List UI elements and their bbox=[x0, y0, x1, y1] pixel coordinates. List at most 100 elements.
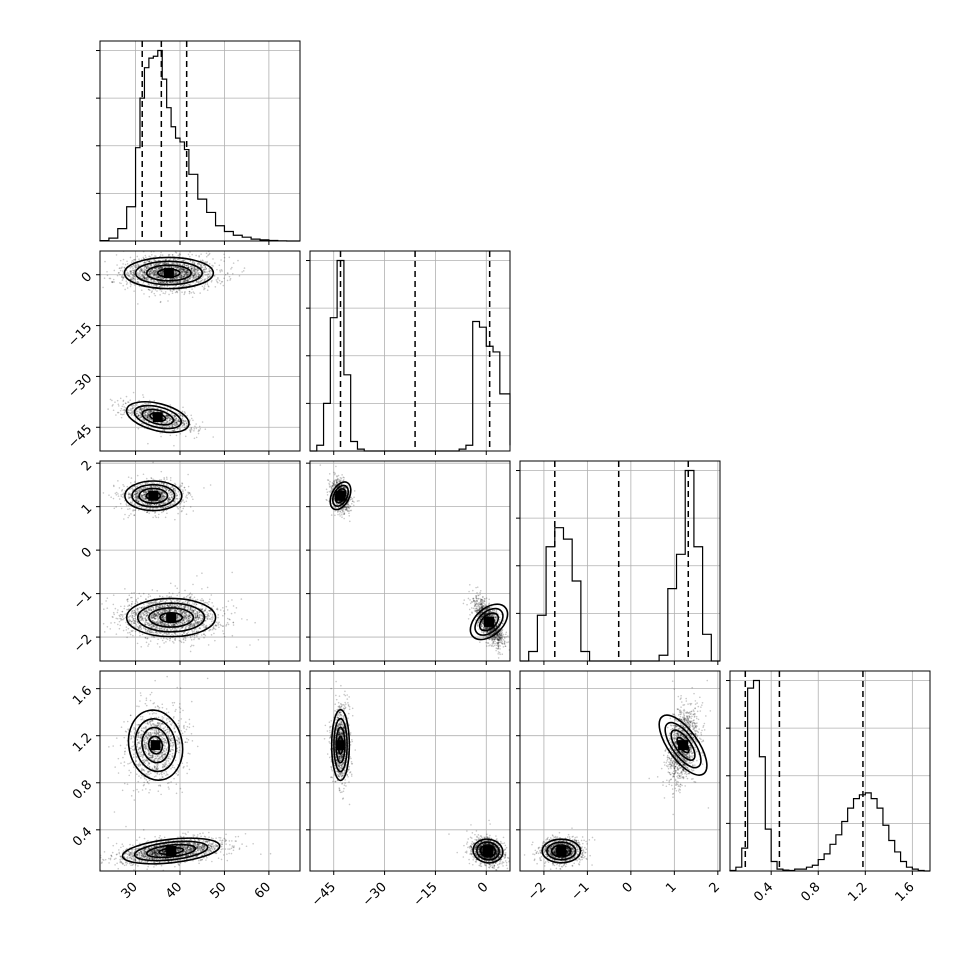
panel-2-0: −2 −1 0 1 2 bbox=[71, 458, 301, 665]
y-tick-label: −1 bbox=[71, 588, 95, 612]
panel-frame bbox=[99, 250, 301, 452]
contour-level-0 bbox=[121, 837, 221, 865]
x-tick-label: 1.6 bbox=[892, 880, 917, 905]
contour-level-1 bbox=[134, 718, 177, 773]
contour-level-1 bbox=[133, 404, 182, 430]
contour-level-2 bbox=[148, 607, 195, 628]
scatter-points-mode-1 bbox=[648, 679, 712, 816]
density-peak bbox=[556, 846, 567, 856]
contour-level-1 bbox=[664, 721, 702, 769]
x-tick-label: 0 bbox=[475, 880, 491, 896]
contour-level-1 bbox=[474, 607, 504, 636]
contour-level-0 bbox=[330, 709, 351, 782]
density-peak bbox=[166, 612, 177, 623]
contour-level-1 bbox=[136, 602, 206, 633]
x-tick-label: −45 bbox=[309, 880, 339, 910]
contour-level-0 bbox=[125, 597, 217, 638]
density-peak bbox=[166, 846, 177, 856]
x-tick-label: 60 bbox=[252, 880, 274, 902]
contour-level-2 bbox=[145, 264, 192, 282]
contour-level-0 bbox=[124, 480, 183, 512]
y-tick-label: 0 bbox=[79, 545, 95, 561]
density-peak bbox=[148, 490, 159, 501]
y-tick-label: −2 bbox=[71, 632, 95, 656]
contour-level-0 bbox=[541, 838, 582, 864]
contour-level-1 bbox=[133, 840, 209, 862]
contour-level-1 bbox=[546, 841, 577, 861]
panel-3-2: −2 −1 0 1 2 bbox=[516, 670, 723, 904]
x-tick-label: 1.2 bbox=[845, 880, 870, 905]
x-tick-label: 0.8 bbox=[798, 880, 823, 905]
contour-level-1 bbox=[333, 717, 348, 773]
density-peak bbox=[163, 268, 174, 279]
density-peak bbox=[335, 490, 346, 501]
panel-frame bbox=[99, 40, 301, 242]
panel-frame bbox=[99, 460, 301, 662]
panel-0-0 bbox=[96, 40, 301, 245]
panel-frame bbox=[519, 670, 721, 872]
y-tick-label: −15 bbox=[65, 320, 95, 350]
y-tick-label: −45 bbox=[65, 422, 95, 452]
y-tick-label: 1 bbox=[79, 501, 95, 517]
panel-3-0: 0.4 0.8 1.2 1.6 30 40 50 60 bbox=[70, 670, 301, 902]
density-peak bbox=[152, 412, 163, 423]
panel-2-1 bbox=[306, 460, 511, 665]
panel-frame bbox=[309, 250, 511, 452]
panel-1-1 bbox=[306, 250, 511, 455]
x-tick-label: 40 bbox=[163, 880, 185, 902]
density-peak bbox=[150, 740, 161, 751]
y-tick-label: 1.6 bbox=[70, 683, 95, 708]
x-tick-label: 50 bbox=[207, 880, 229, 902]
panel-1-0: −45 −30 −15 0 bbox=[65, 250, 301, 455]
scatter-points-mode-1 bbox=[107, 391, 215, 447]
panel-frame bbox=[309, 460, 511, 662]
y-tick-label: 2 bbox=[79, 458, 95, 474]
scatter-points-mode-0 bbox=[108, 675, 209, 828]
y-tick-label: 1.2 bbox=[70, 730, 95, 755]
x-tick-label: 1 bbox=[663, 880, 679, 896]
density-peak bbox=[483, 616, 494, 627]
y-tick-label: −30 bbox=[65, 371, 95, 401]
x-tick-label: 0.4 bbox=[751, 880, 776, 905]
x-tick-label: −15 bbox=[411, 880, 441, 910]
contour-level-0 bbox=[472, 838, 504, 864]
density-peak bbox=[678, 740, 689, 751]
contour-level-0 bbox=[329, 481, 352, 511]
contour-level-2 bbox=[478, 612, 500, 632]
y-tick-label: 0.4 bbox=[70, 825, 95, 850]
contour-level-3 bbox=[147, 735, 164, 755]
histogram-series-3 bbox=[729, 679, 930, 872]
contour-level-2 bbox=[479, 844, 497, 858]
density-peak bbox=[335, 740, 346, 751]
x-tick-label: 30 bbox=[119, 880, 141, 902]
histogram-series-0 bbox=[99, 49, 300, 242]
contour-level-1 bbox=[131, 483, 176, 508]
contour-level-2 bbox=[138, 487, 169, 504]
panel-3-3: 0.4 0.8 1.2 1.6 bbox=[726, 670, 931, 905]
x-tick-label: 0 bbox=[620, 880, 636, 896]
y-tick-label: 0.8 bbox=[70, 777, 95, 802]
contour-level-0 bbox=[658, 714, 708, 776]
contour-level-2 bbox=[550, 844, 572, 858]
contour-level-2 bbox=[141, 726, 170, 764]
y-tick-label: 0 bbox=[79, 269, 95, 285]
contour-level-2 bbox=[670, 729, 696, 761]
x-tick-label: −2 bbox=[525, 880, 549, 904]
contour-level-1 bbox=[476, 841, 500, 861]
contour-level-0 bbox=[127, 709, 184, 781]
contour-level-1 bbox=[134, 260, 204, 286]
contour-level-1 bbox=[331, 484, 350, 507]
x-tick-label: −1 bbox=[569, 880, 593, 904]
x-tick-label: 2 bbox=[707, 880, 723, 896]
panel-2-2 bbox=[516, 460, 721, 665]
contour-level-0 bbox=[123, 256, 215, 290]
panel-frame bbox=[99, 670, 301, 872]
contour-level-2 bbox=[141, 408, 175, 426]
panel-frame bbox=[309, 670, 511, 872]
contour-level-0 bbox=[125, 400, 190, 434]
panel-frame bbox=[729, 670, 931, 872]
panel-frame bbox=[519, 460, 721, 662]
contour-level-0 bbox=[469, 603, 509, 641]
